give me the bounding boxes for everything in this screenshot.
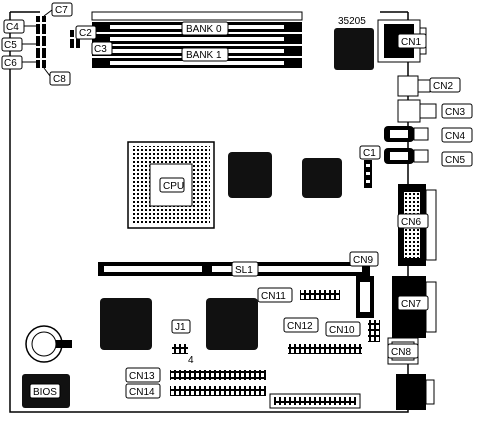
connector-cn12 bbox=[288, 344, 362, 354]
svg-text:BANK 0: BANK 0 bbox=[186, 24, 222, 35]
svg-text:CN3: CN3 bbox=[445, 107, 465, 118]
sl1-label: SL1 bbox=[231, 261, 259, 277]
chip-mid-2 bbox=[302, 158, 342, 198]
cn13-label: CN13 bbox=[125, 367, 161, 383]
svg-text:CN11: CN11 bbox=[261, 291, 286, 302]
battery bbox=[25, 325, 72, 363]
connector-cn3 bbox=[397, 99, 437, 123]
svg-text:CN14: CN14 bbox=[129, 387, 155, 398]
c7-label: C7 bbox=[51, 2, 73, 17]
svg-text:C2: C2 bbox=[79, 28, 92, 39]
svg-text:C3: C3 bbox=[94, 44, 107, 55]
svg-text:CN6: CN6 bbox=[401, 217, 421, 228]
cn10-label: CN10 bbox=[325, 321, 361, 337]
cn2-label: CN2 bbox=[429, 77, 461, 93]
chip-lower-2 bbox=[206, 298, 258, 350]
svg-text:CN7: CN7 bbox=[401, 299, 421, 310]
svg-text:CN4: CN4 bbox=[445, 131, 465, 142]
c3-label: C3 bbox=[91, 41, 113, 56]
cn6-label: CN6 bbox=[397, 213, 429, 229]
cn1-label: CN1 bbox=[397, 33, 427, 49]
svg-text:BANK 1: BANK 1 bbox=[186, 50, 222, 61]
cn5-label: CN5 bbox=[441, 151, 473, 167]
cn8-label: CN8 bbox=[387, 343, 419, 359]
cn4-label: CN4 bbox=[441, 127, 473, 143]
c2-label: C2 bbox=[75, 25, 97, 40]
cn14-label: CN14 bbox=[125, 383, 161, 399]
svg-text:CN2: CN2 bbox=[433, 81, 453, 92]
j1-label: J1 bbox=[171, 319, 191, 334]
connector-cn2 bbox=[397, 75, 431, 97]
svg-text:CN10: CN10 bbox=[329, 325, 355, 336]
svg-text:CPU: CPU bbox=[163, 181, 184, 192]
bios-label: BIOS bbox=[29, 383, 61, 399]
chip-mid-1 bbox=[228, 152, 272, 198]
c6-label: C6 bbox=[1, 55, 23, 70]
svg-text:C6: C6 bbox=[4, 58, 17, 69]
cn7-label: CN7 bbox=[397, 295, 429, 311]
cn11-label: CN11 bbox=[257, 287, 293, 303]
jumper-cluster-left bbox=[36, 16, 46, 68]
connector-cn5 bbox=[384, 148, 429, 164]
svg-text:CN13: CN13 bbox=[129, 371, 155, 382]
connector-bottom-right bbox=[396, 374, 435, 410]
svg-text:CN5: CN5 bbox=[445, 155, 465, 166]
bank1-label: BANK 1 bbox=[181, 47, 229, 62]
board-id: 35205 bbox=[338, 16, 366, 27]
svg-text:C7: C7 bbox=[55, 5, 68, 16]
svg-text:BIOS: BIOS bbox=[33, 387, 57, 398]
connector-cn9 bbox=[356, 276, 374, 318]
j1-pin-number: 4 bbox=[188, 355, 194, 366]
cn12-label: CN12 bbox=[283, 317, 319, 333]
svg-text:C8: C8 bbox=[53, 74, 66, 85]
svg-text:CN8: CN8 bbox=[391, 347, 411, 358]
jumper-j1 bbox=[172, 344, 188, 354]
cpu-socket bbox=[127, 141, 215, 229]
c4-label: C4 bbox=[3, 19, 25, 34]
connector-cn10 bbox=[368, 320, 380, 342]
svg-text:CN12: CN12 bbox=[287, 321, 313, 332]
svg-text:SL1: SL1 bbox=[235, 265, 253, 276]
chip-lower-1 bbox=[100, 298, 152, 350]
svg-text:CN1: CN1 bbox=[401, 37, 421, 48]
connector-cn14 bbox=[170, 386, 266, 396]
cn9-label: CN9 bbox=[349, 251, 379, 267]
power-connector bbox=[269, 393, 361, 409]
connector-cn13 bbox=[170, 370, 266, 380]
cn3-label: CN3 bbox=[441, 103, 473, 119]
svg-text:C4: C4 bbox=[6, 22, 19, 33]
svg-text:C5: C5 bbox=[4, 40, 17, 51]
connector-cn4 bbox=[384, 126, 429, 142]
bank0-label: BANK 0 bbox=[181, 21, 229, 36]
connector-cn11 bbox=[300, 290, 340, 300]
c8-label: C8 bbox=[49, 71, 71, 86]
svg-text:J1: J1 bbox=[175, 322, 186, 333]
svg-text:C1: C1 bbox=[363, 148, 376, 159]
c1-label: C1 bbox=[359, 145, 381, 160]
c5-label: C5 bbox=[1, 37, 23, 52]
svg-text:CN9: CN9 bbox=[353, 255, 373, 266]
cpu-label: CPU bbox=[159, 177, 185, 193]
chipset-top bbox=[334, 28, 374, 70]
